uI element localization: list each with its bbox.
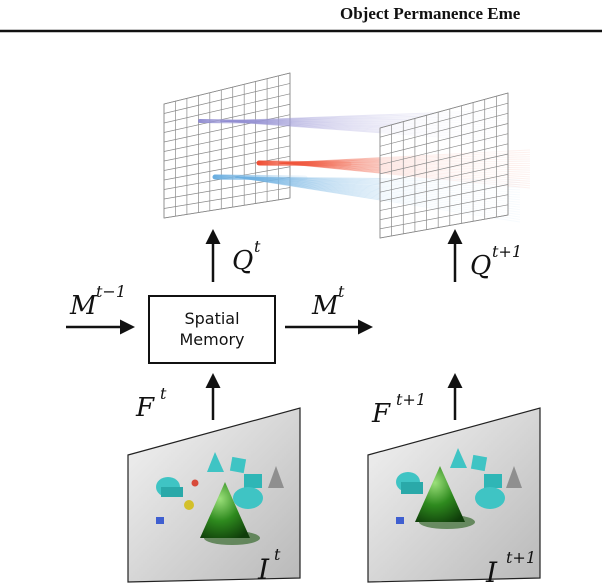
grid-line [163,155,291,181]
grid-line [379,92,509,129]
input-frame-t: I t [127,407,301,586]
cyan-cylinder-body [401,482,423,494]
m-t-sup: t [338,282,345,301]
cyan-ring [233,487,263,509]
memory-box-line1: Spatial [184,309,239,328]
grid-line [379,173,509,202]
red-dot [191,479,199,487]
grid-line [379,133,509,166]
page-header: Object Permanence Eme [0,4,602,33]
q-t1-base: Q [470,251,491,281]
grid-line [163,72,291,105]
f-t-base: F [135,393,155,423]
m-tm1-sup: t−1 [96,282,126,301]
cyan-ring [475,487,505,509]
grid-line [163,103,291,133]
grid-line [379,184,509,211]
header-title: Object Permanence Eme [340,4,521,23]
cyan-cube [470,454,488,472]
grid-line [163,93,291,124]
input-frame-t-plus-1: I t+1 [367,407,541,586]
grid-line [163,145,291,171]
label-m-t: M t [311,282,345,321]
spatial-memory-box [148,295,276,364]
grid-line [379,143,509,175]
grid-line [379,204,509,230]
f-t1-sup: t+1 [396,390,426,409]
memory-box-line2: Memory [179,330,244,349]
i-t-sup: t [274,545,281,564]
grid-line [379,102,509,138]
cyan-cylinder-body [161,487,183,497]
m-t-base: M [311,291,340,321]
grid-frame [163,72,291,219]
label-f-t: F t [135,384,167,423]
i-t-base: I [257,553,270,586]
i-t1-base: I [485,556,498,586]
grey-cone [506,466,522,488]
yellow-ball [184,500,194,510]
cyan-small-cone [450,448,467,468]
grey-cone [268,466,284,488]
feature-grid-t [163,72,291,219]
cyan-small-cone [207,452,224,472]
feature-grid-t-plus-1 [379,92,509,239]
label-m-t-minus-1: M t−1 [69,282,126,321]
grid-line [379,123,509,156]
cyan-box [244,474,262,488]
cyan-box [484,474,502,488]
q-t-sup: t [254,237,261,256]
label-q-t: Q t [232,237,261,276]
grid-line [163,197,291,219]
grid-line [379,163,509,193]
cyan-cube [229,456,247,474]
spatial-memory-block: Spatial Memory [148,295,276,364]
green-cone [415,466,465,522]
blue-cube [156,517,164,524]
i-t1-sup: t+1 [506,548,536,567]
frame-t1-background [367,407,541,583]
green-cone [200,482,250,538]
label-q-t1: Q t+1 [470,242,522,281]
blue-cube [396,517,404,524]
m-tm1-base: M [69,291,98,321]
f-t-sup: t [160,384,167,403]
grid-line [163,135,291,162]
grid-line [379,214,509,239]
grid-line [163,187,291,209]
q-t1-sup: t+1 [492,242,522,261]
grid-line [379,194,509,221]
grid-line [379,153,509,184]
f-t1-base: F [371,399,391,429]
grid-line [163,83,291,114]
label-f-t1: F t+1 [371,390,426,429]
q-t-base: Q [232,246,253,276]
grid-line [163,124,291,152]
grid-line [379,112,509,147]
